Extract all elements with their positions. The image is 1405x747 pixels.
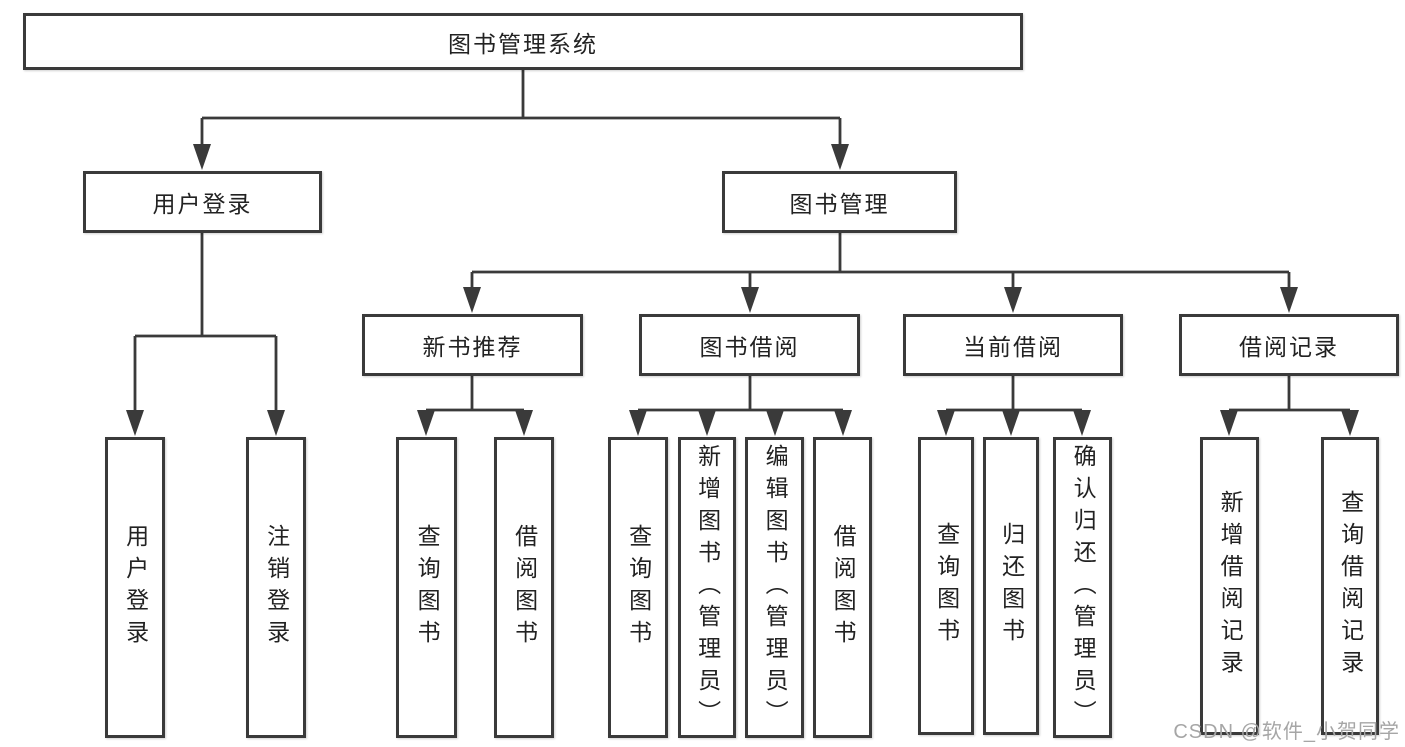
leaf-return-books: 归还图书: [983, 437, 1039, 735]
leaf-query-books-recommend: 查询图书: [396, 437, 457, 738]
node-new-book-recommend: 新书推荐: [362, 314, 583, 376]
leaf-label: 借阅图书: [830, 523, 857, 652]
leaf-label: 借阅图书: [511, 523, 538, 652]
leaf-label: 新增借阅记录: [1217, 490, 1244, 682]
leaf-add-books-admin: 新增图书（管理员）: [678, 437, 736, 738]
node-book-borrowing: 图书借阅: [639, 314, 860, 376]
leaf-logout: 注销登录: [246, 437, 306, 738]
leaf-edit-books-admin: 编辑图书（管理员）: [745, 437, 804, 738]
node-root: 图书管理系统: [23, 13, 1023, 70]
leaf-label: 查询图书: [933, 522, 960, 650]
leaf-label: 确认归还（管理员）: [1070, 443, 1097, 732]
leaf-add-borrow-record: 新增借阅记录: [1200, 437, 1259, 735]
leaf-label: 用户登录: [122, 523, 149, 652]
leaf-user-login: 用户登录: [105, 437, 165, 738]
leaf-label: 查询图书: [414, 523, 441, 652]
leaf-label: 编辑图书（管理员）: [762, 443, 789, 732]
leaf-label: 新增图书（管理员）: [694, 443, 721, 732]
node-current-borrowing: 当前借阅: [903, 314, 1123, 376]
leaf-query-books-borrow: 查询图书: [608, 437, 668, 738]
leaf-query-books-current: 查询图书: [918, 437, 974, 735]
watermark: CSDN @软件_小贺同学: [1173, 721, 1400, 743]
leaf-label: 注销登录: [263, 523, 290, 652]
leaf-borrow-books-recommend: 借阅图书: [494, 437, 554, 738]
node-borrowing-records: 借阅记录: [1179, 314, 1399, 376]
leaf-confirm-return-admin: 确认归还（管理员）: [1053, 437, 1112, 738]
leaf-query-borrow-record: 查询借阅记录: [1321, 437, 1379, 735]
leaf-label: 查询图书: [625, 523, 652, 652]
leaf-label: 查询借阅记录: [1337, 490, 1364, 682]
node-user-login: 用户登录: [83, 171, 322, 233]
leaf-label: 归还图书: [998, 522, 1025, 650]
leaf-borrow-books: 借阅图书: [813, 437, 872, 738]
node-book-management: 图书管理: [722, 171, 957, 233]
